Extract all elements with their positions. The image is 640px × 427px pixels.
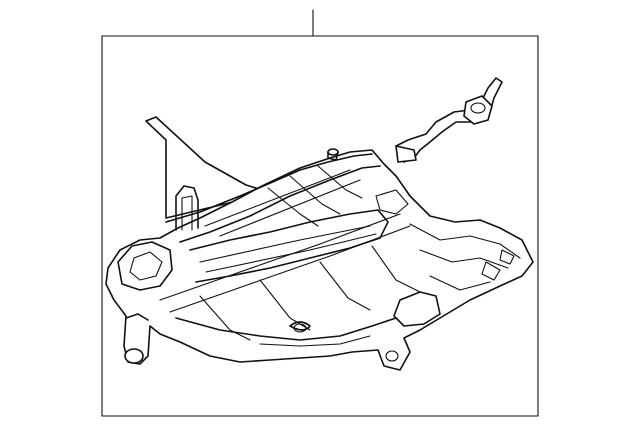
diagram-frame	[101, 35, 539, 417]
shift-lever-arm	[395, 77, 503, 163]
shifter-housing-plate	[105, 116, 534, 371]
